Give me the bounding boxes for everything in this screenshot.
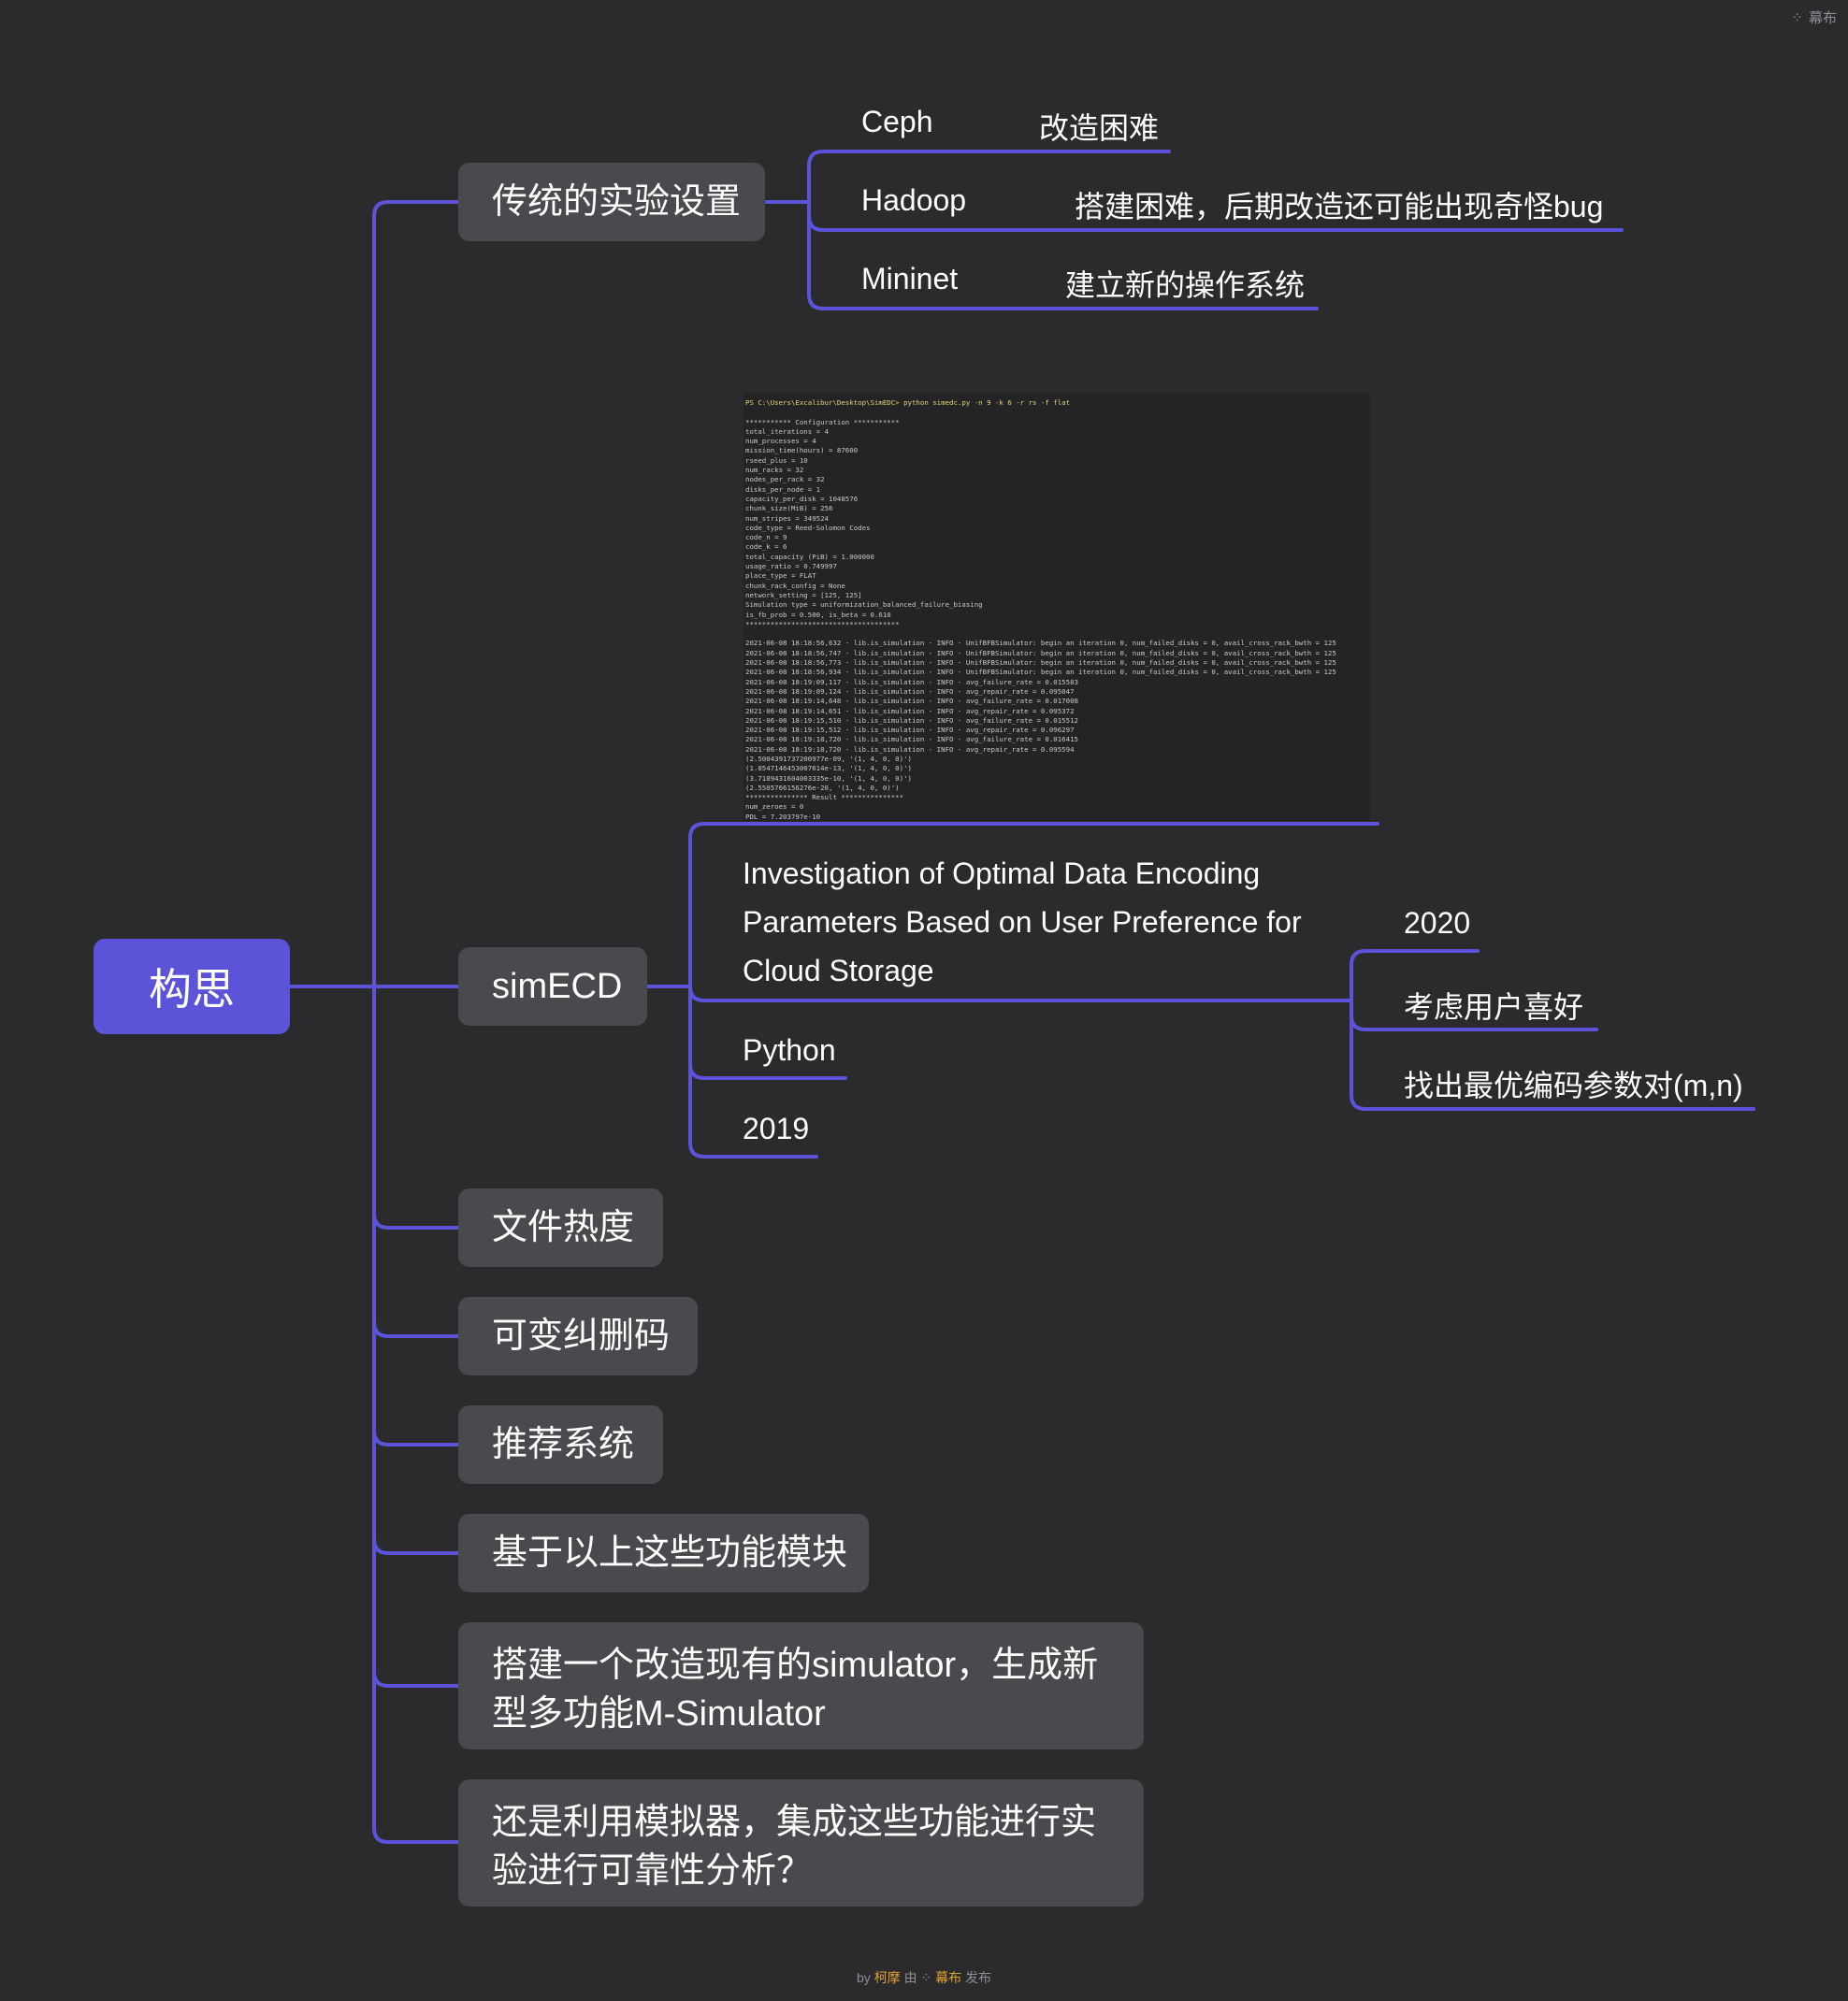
- footer-suffix: 发布: [964, 1970, 991, 1985]
- terminal-screenshot: PS C:\Users\Excalibur\Desktop\SimEDC> py…: [744, 393, 1370, 821]
- footer-author[interactable]: 柯摩: [873, 1970, 901, 1985]
- footer-mid: 由: [903, 1970, 917, 1985]
- leaf-paper-year[interactable]: 2020: [1404, 906, 1471, 940]
- terminal-command: PS C:\Users\Excalibur\Desktop\SimEDC> py…: [745, 398, 1071, 407]
- paper-title-line: Parameters Based on User Preference for: [743, 905, 1302, 939]
- leaf-ceph-name: Ceph: [861, 105, 933, 138]
- leaf-simecd-year[interactable]: 2019: [743, 1112, 810, 1145]
- mubu-logo-icon: ⁘: [1791, 9, 1803, 26]
- footer-by: by: [857, 1970, 871, 1985]
- leaf-ceph-desc: 改造困难: [1039, 111, 1160, 145]
- leaf-hadoop-desc: 搭建困难，后期改造还可能出现奇怪bug: [1075, 190, 1604, 223]
- node-m-simulator[interactable]: 搭建一个改造现有的simulator，生成新型多功能M-Simulator: [458, 1622, 1144, 1749]
- leaf-hadoop-name: Hadoop: [861, 183, 967, 217]
- leaf-paper-note-preference[interactable]: 考虑用户喜好: [1404, 990, 1584, 1024]
- terminal-output: *********** Configuration *********** to…: [745, 417, 1336, 821]
- leaf-mininet-desc: 建立新的操作系统: [1065, 268, 1306, 302]
- footer: by 柯摩 由 ⁘ 幕布 发布: [0, 1968, 1848, 1987]
- footer-brand[interactable]: 幕布: [935, 1970, 962, 1985]
- leaf-language[interactable]: Python: [743, 1033, 836, 1067]
- leaf-mininet-name: Mininet: [861, 262, 959, 295]
- mubu-logo-icon: ⁘: [920, 1970, 932, 1985]
- watermark: ⁘ 幕布: [1791, 7, 1837, 27]
- node-reliability-analysis[interactable]: 还是利用模拟器，集成这些功能进行实验进行可靠性分析？: [458, 1779, 1144, 1907]
- leaf-mininet[interactable]: Mininet 建立新的操作系统: [861, 262, 1305, 302]
- leaf-paper-title[interactable]: Investigation of Optimal Data Encoding P…: [743, 849, 1322, 995]
- leaf-paper-note-params[interactable]: 找出最优编码参数对(m,n): [1404, 1069, 1743, 1102]
- leaf-ceph[interactable]: Ceph 改造困难: [861, 105, 1159, 145]
- node-simecd[interactable]: simECD: [458, 947, 647, 1026]
- leaf-hadoop[interactable]: Hadoop 搭建困难，后期改造还可能出现奇怪bug: [861, 183, 1603, 223]
- paper-title-line: Investigation of Optimal Data Encoding: [743, 857, 1261, 890]
- node-variable-erasure-code[interactable]: 可变纠删码: [458, 1297, 698, 1375]
- paper-title-line: Cloud Storage: [743, 954, 934, 987]
- watermark-text: 幕布: [1808, 10, 1837, 26]
- node-recommender-system[interactable]: 推荐系统: [458, 1405, 663, 1484]
- root-node[interactable]: 构思: [94, 939, 290, 1034]
- node-functional-modules[interactable]: 基于以上这些功能模块: [458, 1514, 869, 1592]
- node-file-heat[interactable]: 文件热度: [458, 1188, 663, 1267]
- node-traditional-setup[interactable]: 传统的实验设置: [458, 163, 765, 241]
